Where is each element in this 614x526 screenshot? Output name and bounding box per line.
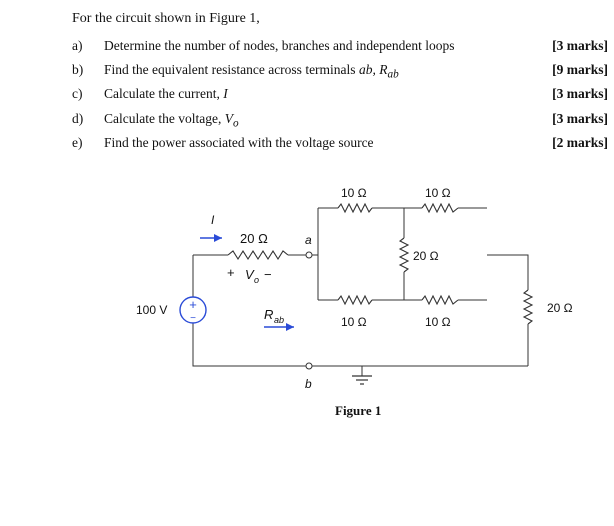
rab-arrow-icon [264, 323, 294, 331]
question-label: d) [72, 111, 84, 126]
resistor-20-far-right [522, 289, 534, 325]
rab-label: R [264, 307, 273, 322]
r-middle-label: 20 Ω [413, 249, 439, 263]
question-text: Calculate the current, I [104, 86, 228, 101]
r-far-right-label: 20 Ω [547, 301, 573, 315]
resistor-10-top-right [421, 202, 459, 214]
node-a-label: a [305, 233, 312, 247]
question-b: b) Find the equivalent resistance across… [0, 62, 614, 81]
question-text: Find the power associated with the volta… [104, 135, 374, 150]
question-marks: [9 marks] [552, 62, 608, 77]
vo-sub-label: o [254, 275, 259, 285]
intro-text: For the circuit shown in Figure 1, [72, 11, 260, 26]
resistor-20-middle [398, 237, 410, 273]
r-series-label: 20 Ω [240, 231, 268, 246]
r-bottom-right-label: 10 Ω [425, 315, 451, 329]
terminal-b [305, 362, 313, 370]
wire-right-top [487, 254, 529, 366]
rab-sub-label: ab [274, 315, 284, 325]
terminal-a [305, 251, 313, 259]
resistor-10-bottom-left [337, 294, 373, 306]
source-value-label: 100 V [136, 303, 167, 317]
voltage-source [179, 296, 207, 324]
question-marks: [3 marks] [552, 111, 608, 126]
question-label: e) [72, 135, 83, 150]
r-top-right-label: 10 Ω [425, 186, 451, 200]
current-label: I [211, 213, 215, 227]
question-marks: [3 marks] [552, 86, 608, 101]
question-d: d) Calculate the voltage, Vo [3 marks] [0, 111, 614, 130]
question-marks: [2 marks] [552, 135, 608, 150]
question-e: e) Find the power associated with the vo… [0, 135, 614, 153]
vo-minus-label: − [264, 267, 272, 282]
current-arrow-icon [200, 234, 222, 242]
question-text: Find the equivalent resistance across te… [104, 62, 399, 81]
r-bottom-left-label: 10 Ω [341, 315, 367, 329]
figure-caption: Figure 1 [335, 403, 382, 418]
source-minus: − [190, 313, 196, 324]
resistor-10-bottom-right [421, 294, 459, 306]
vo-plus-label: + [227, 265, 235, 280]
question-label: c) [72, 86, 83, 101]
question-label: b) [72, 62, 84, 77]
source-plus: + [189, 297, 197, 312]
question-label: a) [72, 38, 83, 53]
r-top-left-label: 10 Ω [341, 186, 367, 200]
resistor-10-top-left [337, 202, 373, 214]
question-marks: [3 marks] [552, 38, 608, 53]
wire-left [192, 255, 309, 367]
vo-label: V [245, 267, 255, 282]
resistor-20-series [227, 249, 289, 261]
question-text: Determine the number of nodes, branches … [104, 38, 455, 53]
ground-icon [352, 375, 372, 385]
question-text: Calculate the voltage, Vo [104, 111, 239, 130]
question-a: a) Determine the number of nodes, branch… [0, 38, 614, 56]
node-b-label: b [305, 377, 312, 391]
question-c: c) Calculate the current, I [3 marks] [0, 86, 614, 104]
